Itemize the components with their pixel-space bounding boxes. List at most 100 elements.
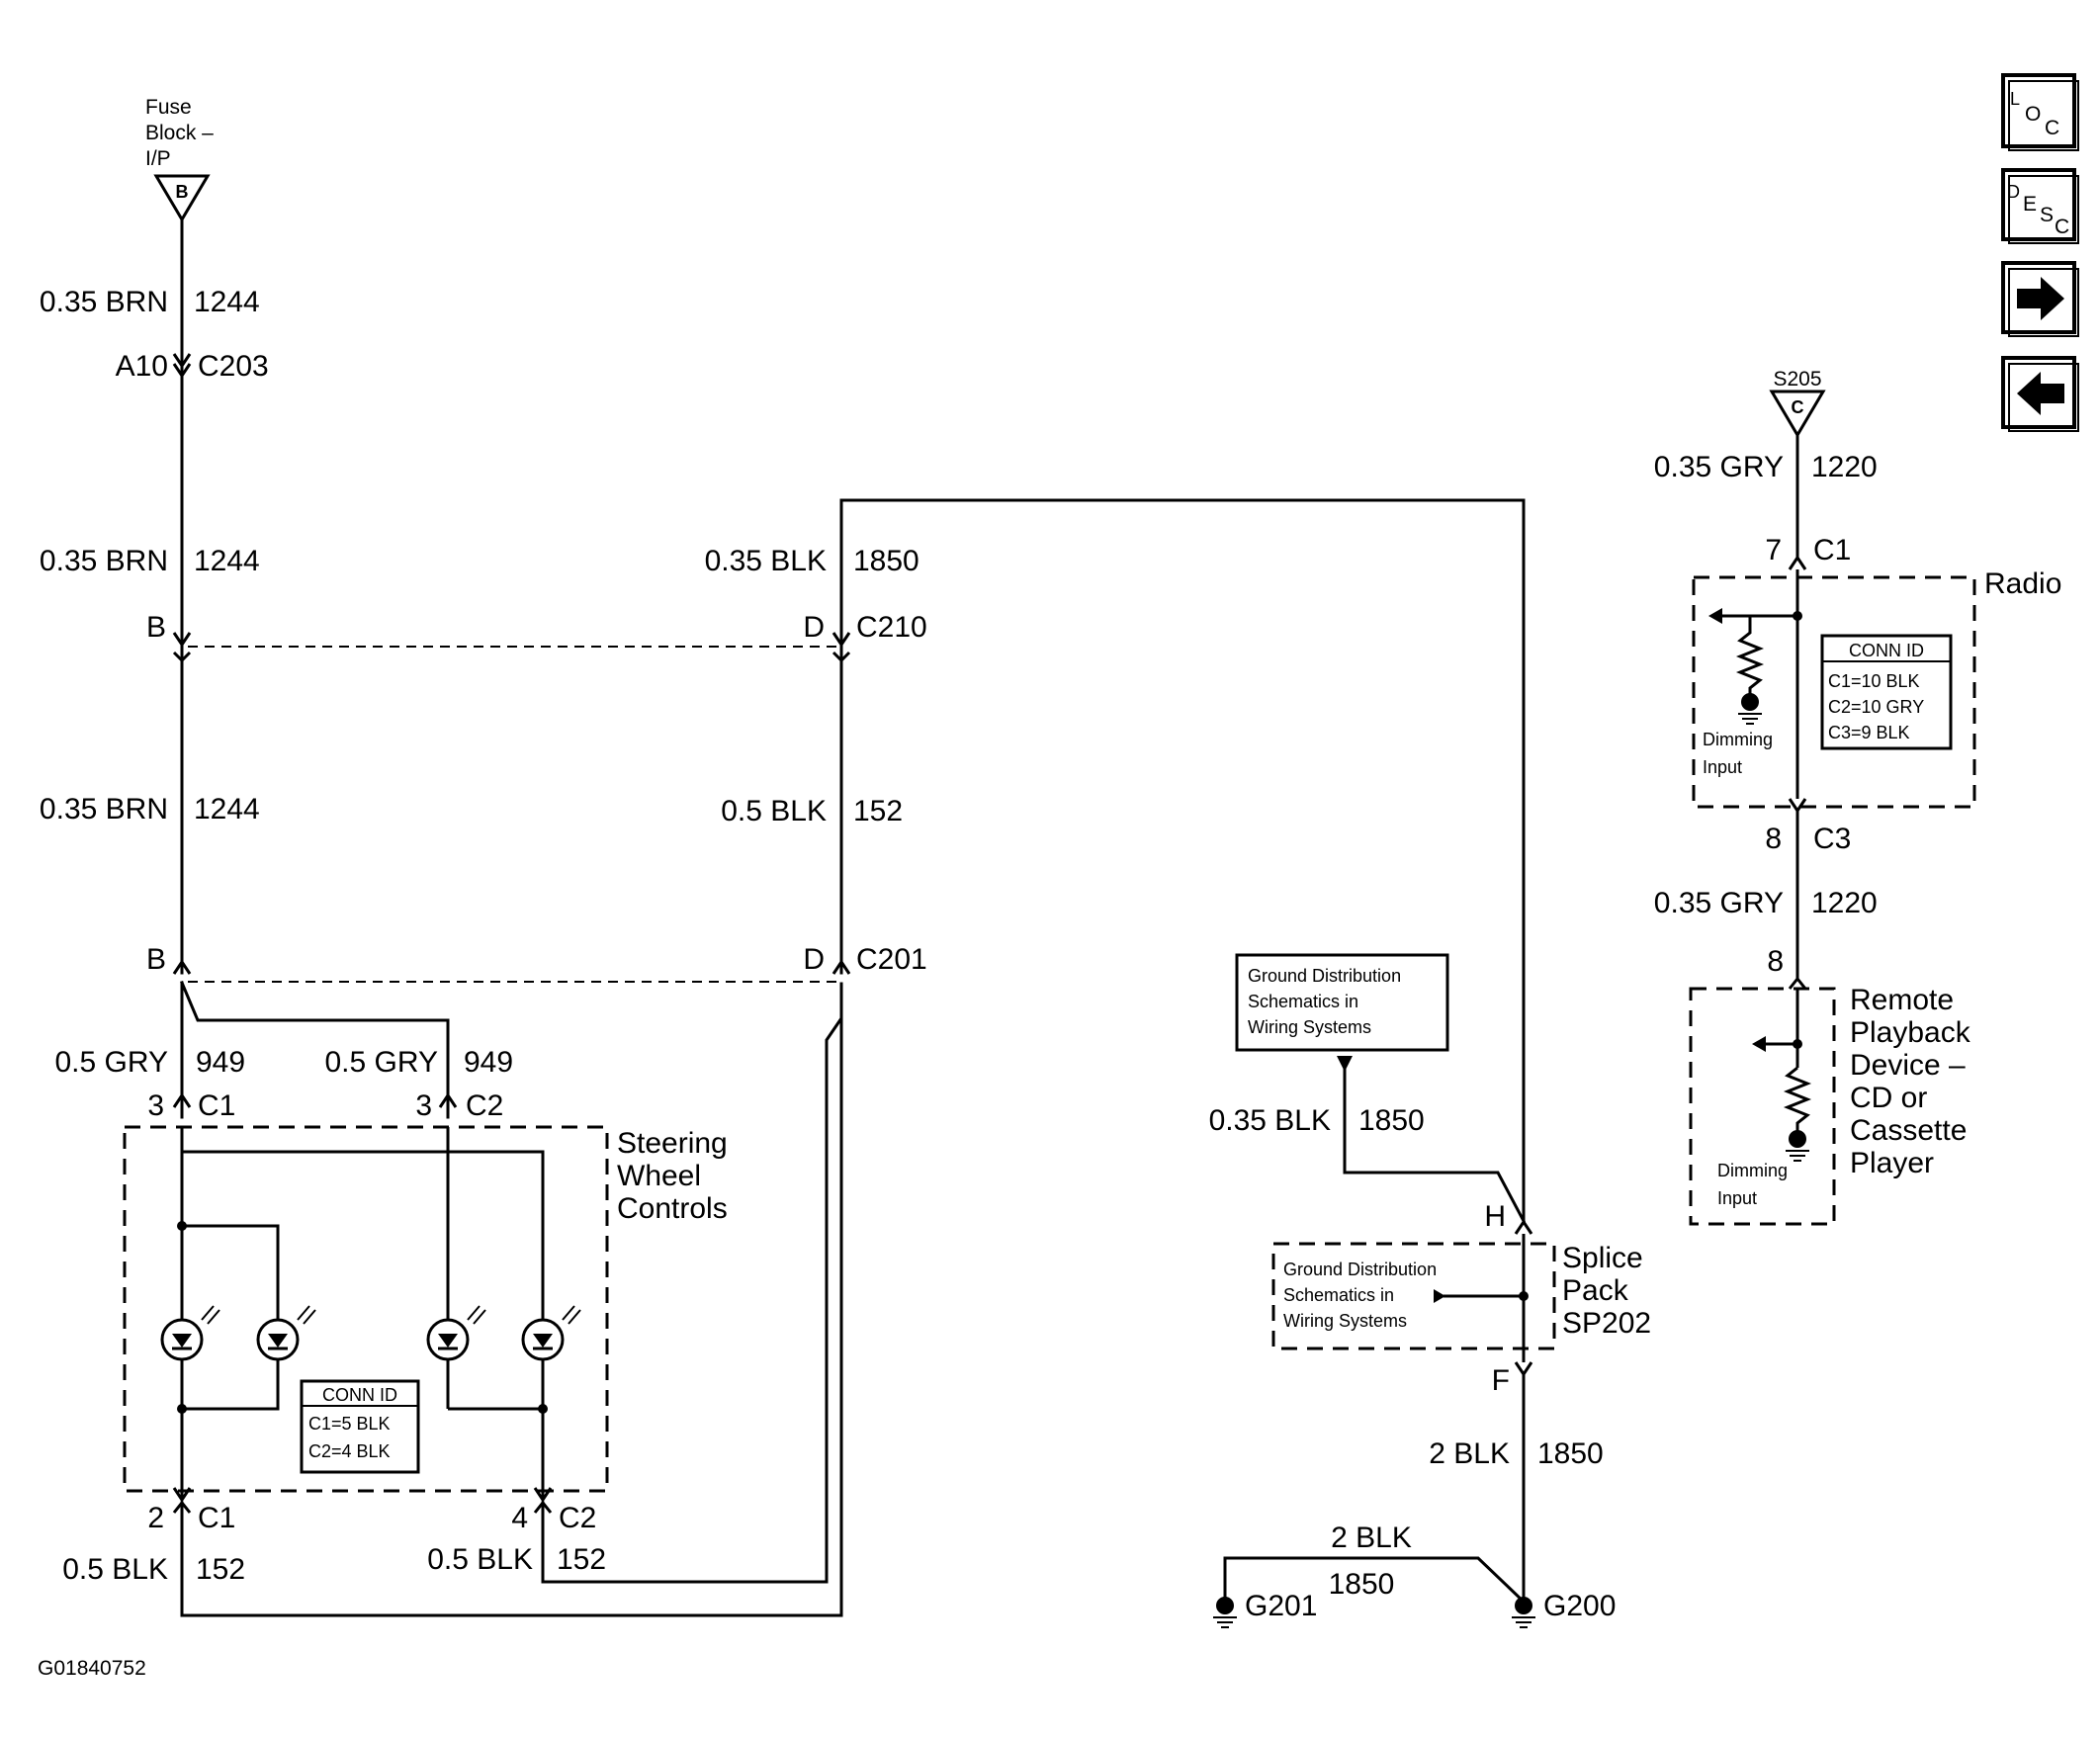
remote-label-6: Player [1850,1147,1934,1179]
right-arrow-icon [2017,277,2064,320]
splice-ref-line3: Wiring Systems [1283,1311,1407,1331]
splice-arrow-icon [1434,1289,1445,1303]
radio-junction [1793,611,1802,621]
radio-conn-id-c2: C2=10 GRY [1828,697,1924,717]
splice-f-label: F [1492,1364,1510,1397]
splice-ref-line2: Schematics in [1283,1285,1394,1305]
c201-pin-d [831,959,851,975]
radio-arrow-icon [1708,608,1722,624]
figure-id: G01840752 [38,1657,146,1680]
remote-label-3: Device – [1850,1049,1966,1082]
led-icon [160,1305,220,1361]
ground-g200-icon [1512,1597,1535,1628]
sw-c1-top-pin-label: 3 [147,1089,164,1122]
gnd-ref-line1: Ground Distribution [1248,966,1401,986]
forward-arrow-button[interactable] [2001,261,2079,337]
splice-f-pin [1514,1361,1533,1377]
remote-dim-label-1: Dimming [1717,1161,1788,1180]
g201-wire-gauge: 2 BLK [1331,1522,1412,1554]
sw-c2-top-label: C2 [466,1089,503,1122]
radio-conn-id-title: CONN ID [1849,641,1924,660]
sw-c1-top-pin [172,1092,192,1108]
sw-conn-id-c1: C1=5 BLK [308,1414,391,1434]
led-icon [521,1305,581,1361]
desc-button[interactable]: D E S C [2001,168,2079,244]
w3-circuit: 1244 [194,793,260,826]
radio-c3-pin [1788,798,1807,814]
remote-pin [1788,976,1807,990]
gnd-blk-circuit: 1850 [1358,1104,1425,1137]
remote-resistor [1783,1066,1812,1133]
c203-label: C203 [198,350,269,383]
c201-pin-b [172,959,192,975]
sw-c1-top-label: C1 [198,1089,235,1122]
steering-box [123,1125,609,1493]
gnd-blk-gauge: 0.35 BLK [1209,1104,1331,1137]
sw-conn-id-title: CONN ID [322,1385,397,1405]
wire-blk-1850-gnd-ref [1343,1066,1527,1224]
splice-box [1271,1242,1556,1350]
c210-label: C210 [856,611,927,644]
fuse-block-line3: I/P [145,147,171,170]
splice-ref-line1: Ground Distribution [1283,1260,1437,1279]
sw-c1-bot-label: C1 [198,1502,235,1534]
c210-pin-d-label: D [803,611,825,644]
loc-letter-2: O [2025,103,2041,126]
splice-pack: Ground Distribution Schematics in Wiring… [1271,1234,1651,1362]
gnd-ref-arrow-icon [1337,1056,1353,1072]
w1-gauge: 0.35 BRN [40,286,168,318]
fuse-terminal-letter: B [176,182,189,202]
s205-terminal-letter: C [1792,397,1804,417]
desc-letter-1: D [2007,182,2020,202]
remote-junction [1793,1039,1802,1049]
desc-letter-4: C [2055,216,2069,238]
splice-junction [1519,1291,1529,1301]
fuse-block-line2: Block – [145,122,214,144]
wire-blk-152-bottom [180,1016,843,1617]
remote-arrow-icon [1752,1036,1766,1052]
wire-labels: 0.35 BRN 1244 A10 C203 0.35 BRN 1244 0.3… [40,286,1878,1601]
led-icon [426,1305,486,1361]
blk152-gauge: 0.5 BLK [721,795,827,827]
c201-pin-d-label: D [803,943,825,976]
g201-wire-circuit: 1850 [1329,1568,1395,1601]
blk1850-gauge: 0.35 BLK [705,545,827,577]
remote-pin8-label: 8 [1767,945,1784,978]
wire-blk-152-lower [541,982,843,1584]
steering-wheel-controls: CONN ID C1=5 BLK C2=4 BLK Steering Wheel… [123,1125,728,1498]
radio-c1-pin [1788,555,1807,570]
g201-label: G201 [1245,1590,1317,1622]
c210-pin-b-2 [172,651,192,663]
radio-resistor [1735,616,1765,698]
desc-letter-3: S [2040,204,2054,226]
remote-ground-icon [1786,1130,1809,1162]
back-arrow-button[interactable] [2001,356,2079,432]
connector-symbols [172,353,1807,1514]
gry-r2-gauge: 0.35 GRY [1654,887,1784,919]
gry-r1-circuit: 1220 [1811,451,1878,483]
loc-button[interactable]: L O C [2001,73,2079,151]
w1-circuit: 1244 [194,286,260,318]
fuse-terminal-triangle [153,174,211,222]
c203-pin-label: A10 [116,350,168,383]
sw-c2-top-pin-label: 3 [415,1089,432,1122]
gnd-ref-box [1235,953,1449,1052]
c210-pin-b [172,632,192,648]
blk2-circuit: 1850 [1537,1437,1604,1470]
gry-r2-circuit: 1220 [1811,887,1878,919]
wire-gry-949-c2 [180,981,450,1119]
wires [180,218,1799,1617]
steering-label-2: Wheel [617,1160,701,1192]
sw-bus-c2 [446,1127,545,1498]
sw-junction-3 [538,1404,548,1414]
sw-c2-bot-label: C2 [559,1502,596,1534]
w2-gauge: 0.35 BRN [40,545,168,577]
steering-label-1: Steering [617,1127,728,1160]
led-icon [256,1305,316,1361]
gnd-ref-line3: Wiring Systems [1248,1017,1371,1037]
left-arrow-icon [2017,372,2064,415]
remote-playback-component: Dimming Input Remote Playback Device – C… [1689,984,1971,1226]
blk-bot2-circuit: 152 [557,1543,606,1576]
fuse-block-line1: Fuse [145,96,192,119]
